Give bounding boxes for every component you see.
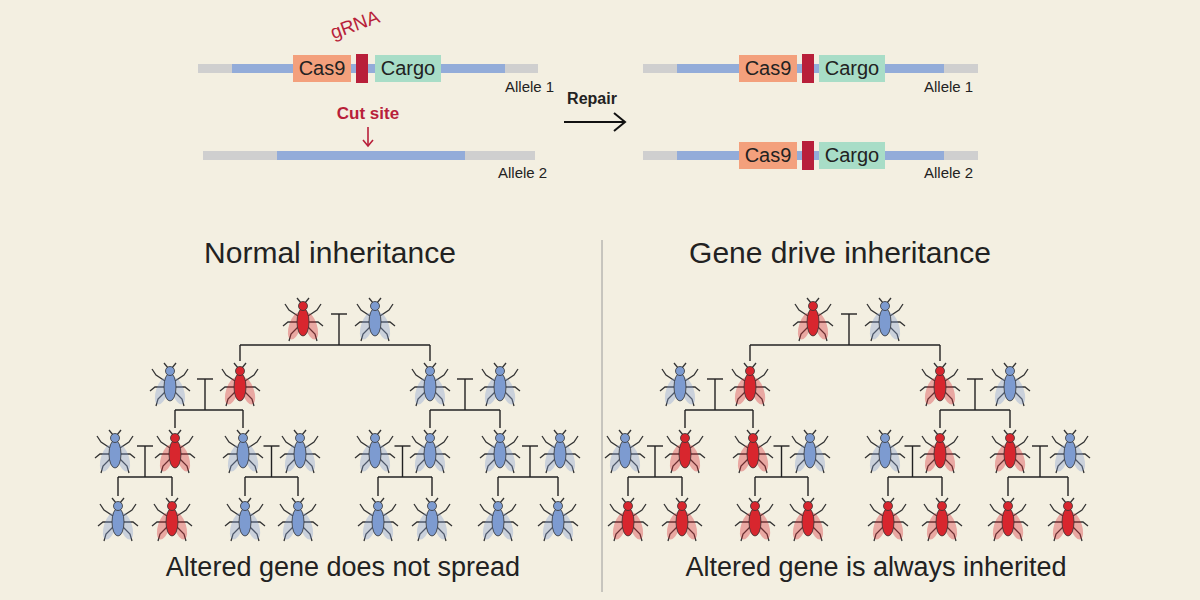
- box-label: Cargo: [825, 144, 879, 167]
- fly: [152, 498, 192, 541]
- fly: [412, 498, 452, 541]
- fly: [790, 430, 830, 473]
- fly: [608, 498, 648, 541]
- panel-heading: Normal inheritance: [204, 236, 456, 270]
- fly: [988, 498, 1028, 541]
- fly: [223, 430, 263, 473]
- fly: [355, 298, 395, 341]
- fly: [410, 363, 450, 406]
- grna-block: [802, 141, 814, 170]
- fly: [730, 363, 770, 406]
- fly: [1048, 498, 1088, 541]
- allele-label: Allele 2: [924, 164, 973, 181]
- fly: [922, 498, 962, 541]
- fly: [225, 498, 265, 541]
- fly: [280, 430, 320, 473]
- box-label: Cas9: [745, 57, 792, 80]
- fly: [358, 498, 398, 541]
- grna-label: gRNA: [327, 6, 382, 44]
- fly: [480, 430, 520, 473]
- repair-label: Repair: [567, 90, 617, 108]
- fly: [735, 498, 775, 541]
- cargo-box: Cargo: [819, 142, 885, 169]
- fly: [920, 363, 960, 406]
- fly: [538, 498, 578, 541]
- allele-label: Allele 1: [505, 78, 554, 95]
- cargo-box: Cargo: [375, 55, 441, 82]
- fly: [868, 498, 908, 541]
- fly: [355, 430, 395, 473]
- pedigree-trees: [95, 298, 1090, 541]
- fly: [283, 298, 323, 341]
- cargo-box: Cargo: [819, 55, 885, 82]
- fly: [662, 498, 702, 541]
- cas9-box: Cas9: [293, 55, 352, 82]
- fly: [478, 498, 518, 541]
- fly: [155, 430, 195, 473]
- fly: [480, 363, 520, 406]
- box-label: Cas9: [299, 57, 346, 80]
- fly: [733, 430, 773, 473]
- fly: [605, 430, 645, 473]
- fly: [410, 430, 450, 473]
- fly: [990, 430, 1030, 473]
- repair-arrow: [564, 113, 625, 131]
- box-label: Cas9: [745, 144, 792, 167]
- fly: [990, 363, 1030, 406]
- fly: [1050, 430, 1090, 473]
- fly: [95, 430, 135, 473]
- box-label: Cargo: [825, 57, 879, 80]
- fly: [865, 430, 905, 473]
- box-label: Cargo: [381, 57, 435, 80]
- panel-caption: Altered gene does not spread: [166, 552, 520, 583]
- divider: [602, 240, 603, 592]
- panel-heading: Gene drive inheritance: [689, 236, 991, 270]
- allele-label: Allele 1: [924, 78, 973, 95]
- fly: [665, 430, 705, 473]
- cas9-box: Cas9: [739, 142, 798, 169]
- fly: [788, 498, 828, 541]
- grna-block: [356, 54, 368, 83]
- fly: [920, 430, 960, 473]
- fly: [540, 430, 580, 473]
- fly: [150, 363, 190, 406]
- allele-label: Allele 2: [498, 164, 547, 181]
- cut-site-label: Cut site: [337, 104, 399, 124]
- fly: [98, 498, 138, 541]
- fly: [793, 298, 833, 341]
- panel-caption: Altered gene is always inherited: [685, 552, 1066, 583]
- fly: [865, 298, 905, 341]
- fly: [660, 363, 700, 406]
- allele-bars: [198, 54, 978, 170]
- cas9-box: Cas9: [739, 55, 798, 82]
- fly: [220, 363, 260, 406]
- cut-arrow: [363, 127, 373, 146]
- grna-block: [802, 54, 814, 83]
- fly: [278, 498, 318, 541]
